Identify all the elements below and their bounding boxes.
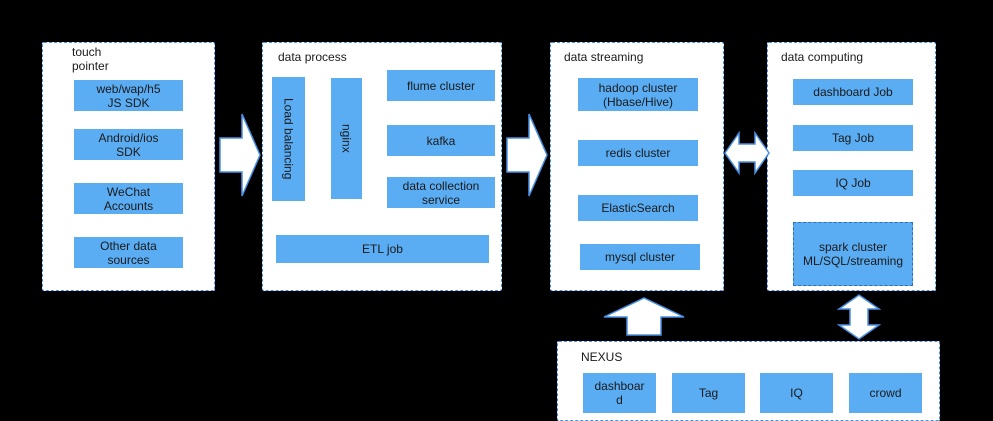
- flume-cluster-box: flume cluster: [387, 70, 495, 101]
- iq-job-box: IQ Job: [793, 170, 913, 196]
- nexus-tag-box: Tag: [672, 373, 745, 413]
- redis-cluster-box: redis cluster: [578, 140, 698, 166]
- data-collection-box: data collection service: [387, 177, 495, 208]
- nginx-label: nginx: [339, 124, 354, 153]
- sdk-mobile-box: Android/ios SDK: [74, 129, 183, 160]
- nginx-box: nginx: [331, 78, 362, 199]
- nexus-dashboard-box: dashboar d: [583, 373, 656, 413]
- up-arrow: [603, 297, 685, 336]
- load-balancing-label: Load balancing: [281, 98, 296, 180]
- double-horizontal-arrow: [724, 130, 770, 176]
- spark-cluster-box: spark cluster ML/SQL/streaming: [793, 222, 913, 286]
- right-arrow-2: [506, 113, 548, 197]
- right-arrow-1: [219, 113, 261, 197]
- data-streaming-title: data streaming: [564, 50, 644, 64]
- etl-job-box: ETL job: [276, 235, 489, 263]
- touch-pointer-title: touch pointer: [72, 45, 109, 73]
- tag-job-box: Tag Job: [793, 125, 913, 151]
- data-process-panel: data process Load balancing nginx flume …: [262, 42, 502, 291]
- nexus-crowd-box: crowd: [849, 373, 922, 413]
- double-vertical-arrow: [836, 294, 882, 340]
- other-sources-box: Other data sources: [74, 237, 183, 268]
- load-balancing-box: Load balancing: [272, 77, 305, 201]
- nexus-iq-box: IQ: [760, 373, 833, 413]
- kafka-box: kafka: [387, 125, 495, 156]
- data-streaming-panel: data streaming hadoop cluster (Hbase/Hiv…: [550, 42, 724, 291]
- wechat-box: WeChat Accounts: [74, 183, 183, 214]
- dashboard-job-box: dashboard Job: [793, 79, 913, 105]
- hadoop-cluster-box: hadoop cluster (Hbase/Hive): [578, 78, 698, 111]
- nexus-title: NEXUS: [581, 350, 623, 364]
- data-process-title: data process: [278, 50, 347, 64]
- mysql-cluster-box: mysql cluster: [580, 244, 700, 270]
- touch-pointer-panel: touch pointer web/wap/h5 JS SDK Android/…: [42, 42, 215, 291]
- data-computing-title: data computing: [781, 50, 864, 64]
- data-computing-panel: data computing dashboard Job Tag Job IQ …: [767, 42, 936, 291]
- nexus-panel: NEXUS dashboar d Tag IQ crowd: [557, 341, 940, 421]
- sdk-web-box: web/wap/h5 JS SDK: [74, 80, 183, 111]
- elasticsearch-box: ElasticSearch: [578, 195, 698, 221]
